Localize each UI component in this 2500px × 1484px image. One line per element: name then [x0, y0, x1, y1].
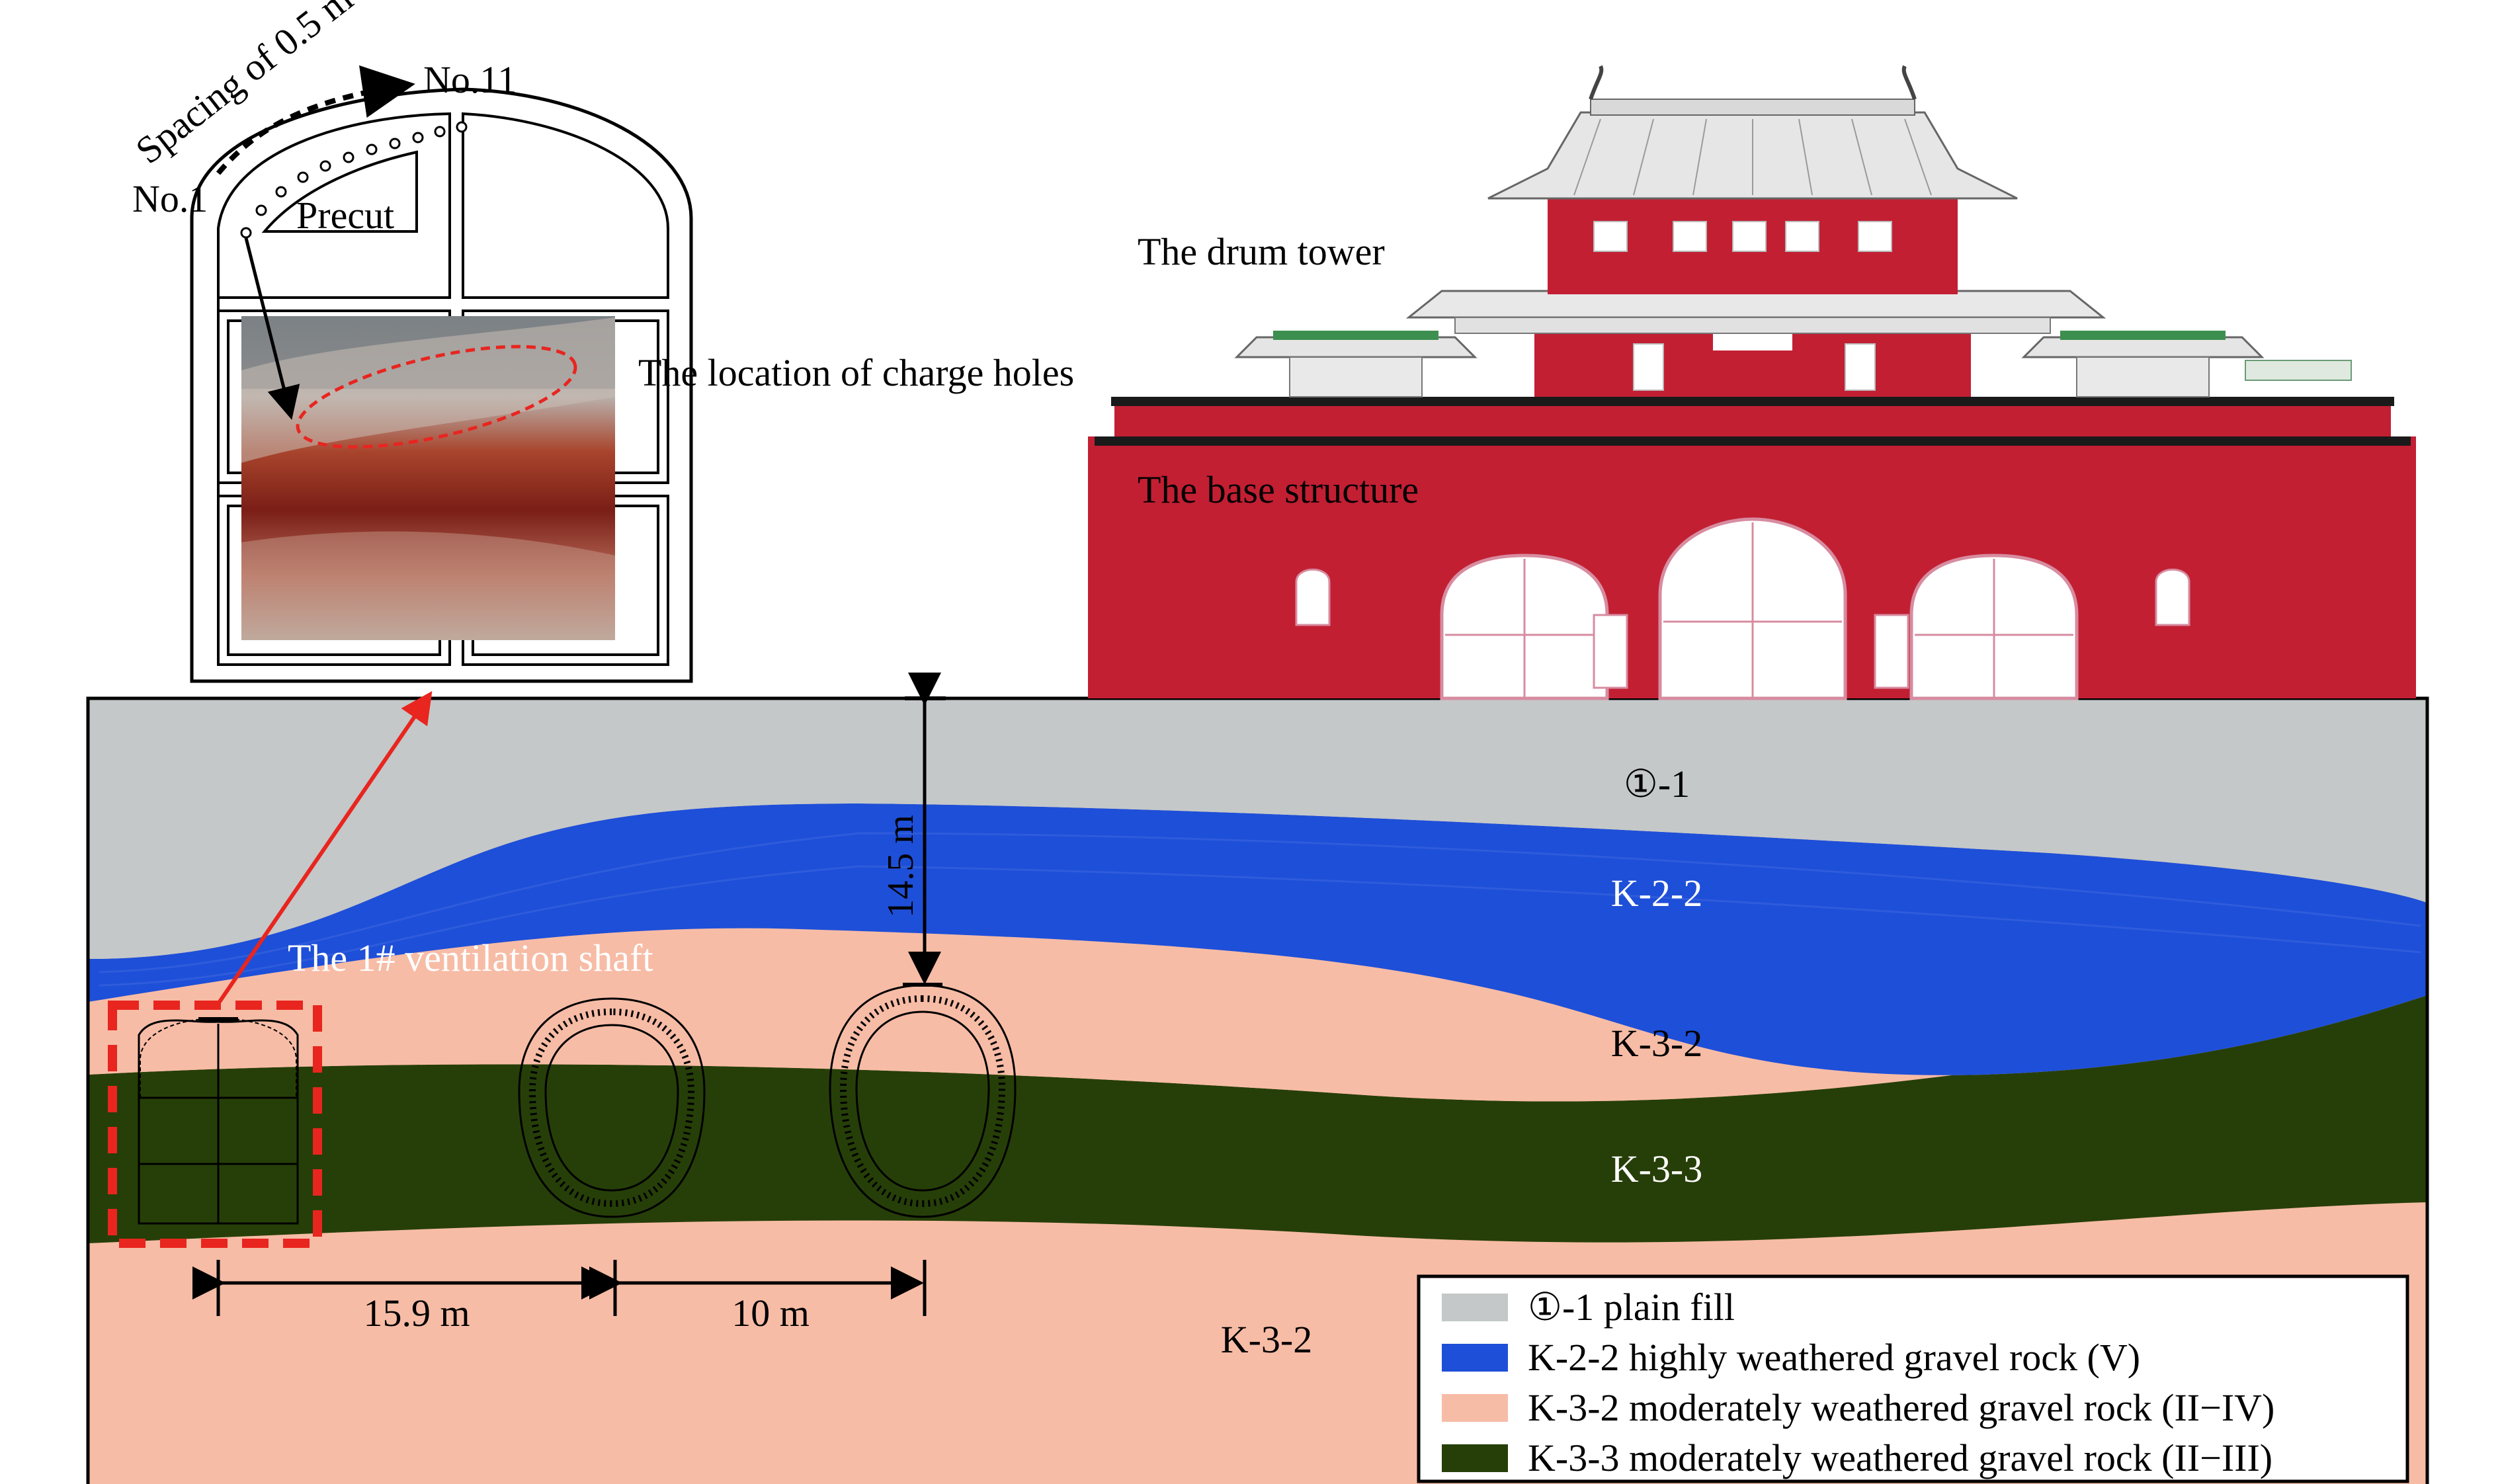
layer-plain-fill: [88, 698, 2427, 959]
legend-swatch-2: [1442, 1394, 1508, 1422]
legend-swatch-1: [1442, 1344, 1508, 1372]
inset-inner-outline: [217, 112, 451, 665]
charge-holes: [240, 121, 468, 239]
layer-label-k22: K-2-2: [1611, 872, 1703, 915]
layer-label-k32-lower: K-3-2: [1221, 1318, 1313, 1361]
excavation-photo: [241, 316, 615, 640]
spacing-arrow: [216, 65, 415, 175]
legend-label-1: K-2-2 highly weathered gravel rock (V): [1528, 1336, 2140, 1379]
layer-label-fill: ①-1: [1624, 763, 1690, 805]
layer-k32-upper: [88, 928, 2427, 1102]
side-pavilion-right: [2021, 331, 2352, 397]
distance-label-1: 15.9 m: [363, 1292, 470, 1335]
hole-first-label: No.1: [132, 177, 208, 220]
charge-holes-highlight: [296, 345, 577, 449]
distance-label-2: 10 m: [731, 1292, 810, 1335]
precut-label: Precut: [296, 194, 394, 237]
hole-last-label: No.11: [423, 58, 517, 101]
layer-label-k33: K-3-3: [1611, 1147, 1703, 1190]
layer-k22: [88, 804, 2427, 1075]
geological-section: [88, 698, 2427, 1484]
legend-swatch-0: [1442, 1294, 1508, 1321]
legend-label-2: K-3-2 moderately weathered gravel rock (…: [1528, 1386, 2274, 1429]
depth-label: 14.5 m: [880, 815, 921, 918]
legend-label-0: ①-1 plain fill: [1528, 1286, 1735, 1329]
charge-holes-label: The location of charge holes: [638, 351, 1074, 394]
inset-shaft-detail: Precut Spacing of 0.5 m No.1 No.11: [128, 0, 693, 683]
legend-frame: [1417, 1274, 2409, 1483]
drum-tower-building: [1088, 65, 2416, 700]
distance-dimensions: [192, 1260, 927, 1316]
charge-hole-pointer: [244, 237, 300, 420]
drum-tower-label: The drum tower: [1138, 230, 1385, 273]
precut-region: [261, 150, 418, 233]
side-pavilion-left: [1234, 331, 1478, 397]
layer-label-k32-upper: K-3-2: [1611, 1022, 1703, 1065]
tunnel-right: [829, 983, 1017, 1218]
depth-dimension: [905, 673, 946, 985]
layer-k33: [88, 995, 2427, 1243]
legend-label-3: K-3-3 moderately weathered gravel rock (…: [1528, 1436, 2272, 1479]
tunnel-left: [518, 997, 706, 1218]
zoom-arrow: [213, 691, 433, 1010]
shaft-label: The 1# ventilation shaft: [288, 936, 653, 979]
base-structure-label: The base structure: [1138, 468, 1419, 511]
legend-swatch-3: [1442, 1444, 1508, 1472]
